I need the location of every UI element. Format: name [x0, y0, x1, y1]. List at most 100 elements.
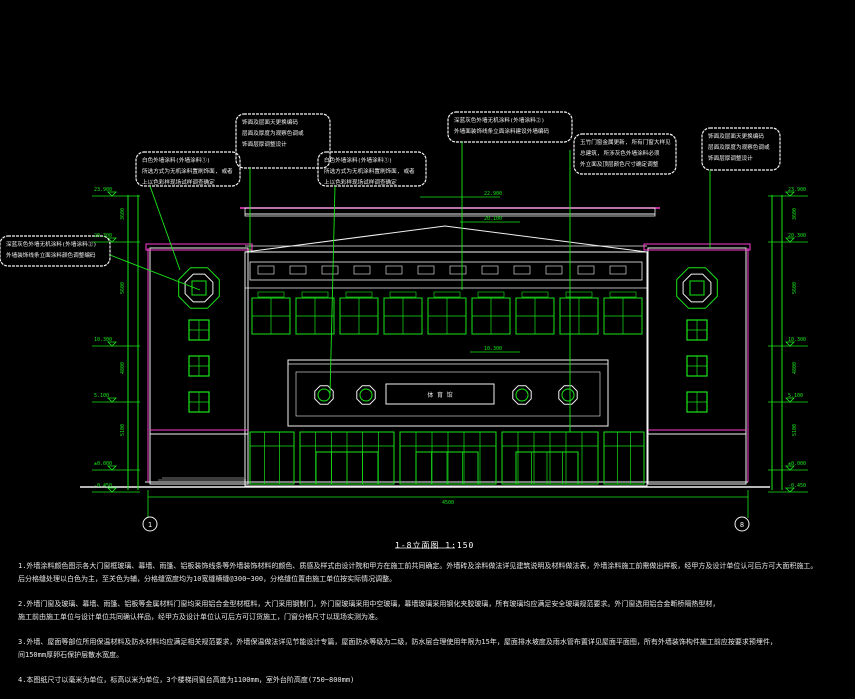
elev-text-right: ±0.000 — [788, 461, 806, 467]
axis-bubble-right — [734, 516, 750, 532]
elev-text-left: 10.300 — [94, 337, 112, 343]
canopy-medallion — [359, 388, 373, 402]
clerestory — [609, 291, 637, 298]
frieze-panel — [417, 265, 435, 275]
elev-text-left: 20.300 — [94, 233, 112, 239]
callout-c7 — [0, 235, 111, 267]
leader-c7 — [109, 254, 201, 291]
callout-c3-line: 上以色彩样现场试样调查确定 — [324, 178, 397, 186]
callout-c5 — [573, 133, 677, 175]
clerestory — [301, 291, 329, 298]
canopy-medallion — [561, 388, 575, 402]
right-tower-octagon-inner — [682, 273, 712, 303]
elev-text-left: 23.900 — [94, 187, 112, 193]
elev-text-right: 10.300 — [788, 337, 806, 343]
elev-marker — [785, 487, 795, 493]
callout-c6-line: 饰面层厚调整设计 — [708, 154, 753, 162]
canopy-medallion — [515, 388, 529, 402]
clerestory — [257, 291, 285, 298]
callout-c3-line: 白色外墙涂料(外墙涂料①) — [324, 156, 392, 164]
callout-c1-line: 所选方式为无机涂料置刷饰面, 或者 — [142, 167, 233, 175]
pitched-roof — [244, 225, 648, 253]
elev-marker — [785, 465, 795, 471]
callout-c6-line: 饰面及层面天更换编码 — [708, 132, 764, 140]
curtain-wall — [249, 431, 295, 485]
dim-text-right: 4800 — [792, 362, 798, 374]
dim-text-right: 5600 — [792, 282, 798, 294]
elev-marker — [107, 341, 117, 347]
callout-c5-line: 总建筑, 所涉灰色外墙涂料必须 — [580, 149, 660, 157]
callout-c7-line: 外墙装饰线条立面涂料颜色调整编码 — [6, 251, 96, 259]
canopy-octagon — [314, 385, 334, 405]
central-body — [244, 251, 648, 487]
clerestory — [477, 291, 505, 298]
callout-c6 — [701, 127, 781, 171]
right-tower-cornice — [643, 243, 751, 251]
frieze-panel — [353, 265, 371, 275]
frieze-panel — [449, 265, 467, 275]
frieze-panel — [577, 265, 595, 275]
frieze-panel — [289, 265, 307, 275]
dim-text-left: 5600 — [120, 282, 126, 294]
left-tower-base — [149, 433, 249, 485]
callout-c1-line: 白色外墙涂料(外墙涂料①) — [142, 156, 210, 164]
elev-marker — [785, 397, 795, 403]
note-3a: 3.外墙、屋面等部位所用保温材料及防水材料均应满足相关规范要求，外墙保温做法详见… — [18, 638, 777, 646]
callout-c5-line: 外立面及顶层颜色尺寸确定调整 — [580, 160, 659, 168]
top-mark: 22.900 — [484, 191, 502, 197]
canopy-octagon — [512, 385, 532, 405]
axis-bubble-left — [142, 516, 158, 532]
entrance-canopy — [287, 359, 609, 427]
note-1b: 后分格缝处理以白色为主，至关色为辅，分格缝宽度均为10宽缝横缝@300~300，… — [18, 575, 397, 583]
dim-text-right: 3600 — [792, 208, 798, 220]
frieze-panel — [385, 265, 403, 275]
elev-marker — [107, 397, 117, 403]
right-tower-base — [647, 433, 747, 485]
elev-text-left: -0.450 — [94, 483, 112, 489]
canopy-octagon — [356, 385, 376, 405]
left-tower-octagon-outer — [178, 267, 220, 309]
clerestory — [521, 291, 549, 298]
frieze-panel — [481, 265, 499, 275]
right-tower-octagon-outer — [676, 267, 718, 309]
callout-c2-line: 层面及厚度为观察色调或 — [242, 129, 304, 137]
mid-mark: 10.300 — [484, 346, 502, 352]
roof-band — [244, 207, 656, 217]
note-3b: 间150mm厚卵石保护层散水宽度。 — [18, 651, 124, 659]
callout-c4 — [447, 111, 573, 143]
callout-c2 — [235, 113, 331, 169]
design-notes: 1.外墙涂料颜色图示各大门窗框玻璃、幕墙、雨篷、铝板装饰线条等外墙装饰材料的颜色… — [18, 560, 838, 699]
note-2a: 2.外墙门窗及玻璃、幕墙、雨篷、铝板等金属材料门窗均采用铝合金型材框料，大门采用… — [18, 600, 720, 608]
frieze-panel — [257, 265, 275, 275]
axis-label-right: 8 — [740, 521, 744, 529]
note-2b: 施工前由施工单位与设计单位共同确认样品，经甲方及设计单位认可后方可订货施工，门窗… — [18, 613, 382, 621]
callout-c2-line: 饰面及层面天更换编码 — [242, 118, 298, 126]
elev-text-left: 5.100 — [94, 393, 109, 399]
elev-marker — [785, 191, 795, 197]
frieze-panel — [545, 265, 563, 275]
elev-text-left: ±0.000 — [94, 461, 112, 467]
drawing-title: 1-8立面图 1:150 — [395, 541, 475, 550]
canopy-medallion — [317, 388, 331, 402]
plaque-text: 体 育 馆 — [427, 391, 452, 399]
left-tower-octagon-center — [191, 280, 207, 296]
elev-text-right: 20.300 — [788, 233, 806, 239]
frieze-panel — [609, 265, 627, 275]
elev-marker — [785, 341, 795, 347]
canopy-panel — [295, 371, 601, 417]
callout-c3 — [317, 151, 427, 187]
total-width: 4500 — [442, 500, 454, 506]
note-4: 4.本图纸尺寸以毫米为单位，标高以米为单位，3个楼梯间窗台高度为1100mm，室… — [18, 676, 355, 684]
clerestory — [565, 291, 593, 298]
dim-text-left: 5100 — [120, 424, 126, 436]
callout-c2-line: 饰面层厚调整设计 — [242, 140, 287, 148]
callout-c7-line: 深蓝灰色外墙无机涂料(外墙涂料②) — [6, 240, 97, 248]
clerestory — [433, 291, 461, 298]
elev-marker — [107, 237, 117, 243]
left-tower-octagon-inner — [184, 273, 214, 303]
clerestory — [345, 291, 373, 298]
leader-c1 — [149, 185, 181, 271]
top-mark: 20.100 — [484, 216, 502, 222]
frieze-panel — [513, 265, 531, 275]
